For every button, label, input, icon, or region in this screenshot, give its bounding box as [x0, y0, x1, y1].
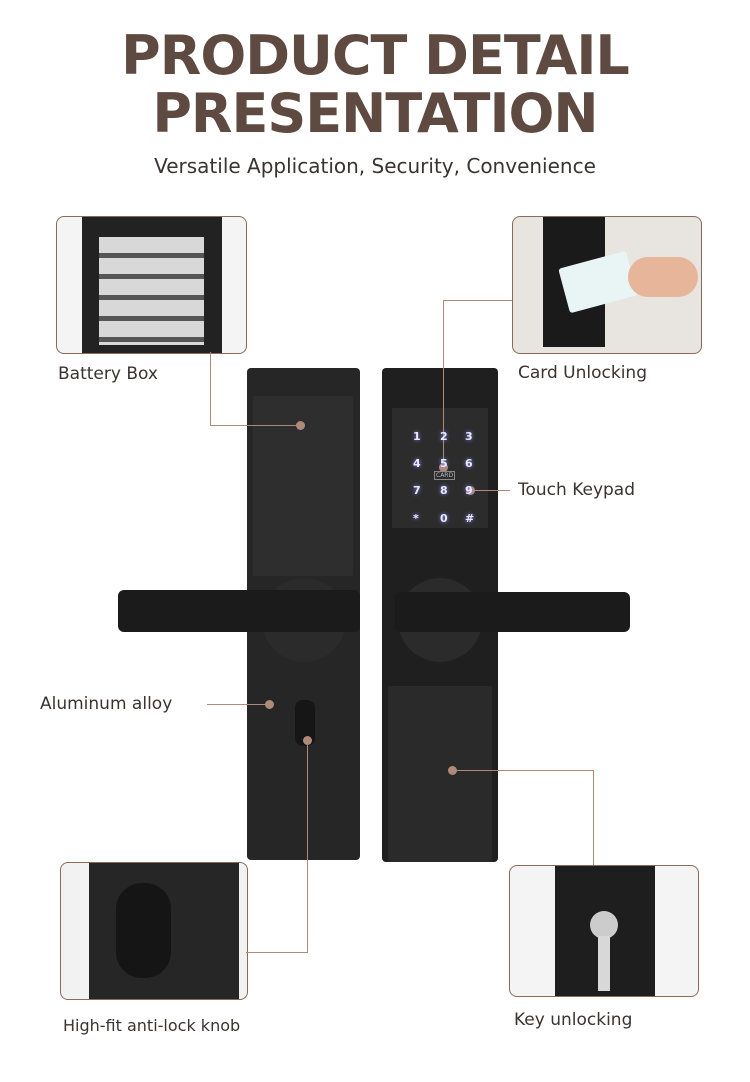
- card-unlocking-label: Card Unlocking: [518, 363, 647, 383]
- callout-line: [593, 770, 594, 865]
- front-handle: [395, 592, 630, 632]
- callout-line: [210, 352, 211, 426]
- key-5[interactable]: 5: [440, 457, 448, 470]
- callout-dot: [439, 463, 448, 472]
- key-unlocking-photo: [509, 865, 699, 997]
- aluminum-alloy-label: Aluminum alloy: [40, 694, 173, 714]
- touch-keypad-label: Touch Keypad: [518, 480, 636, 500]
- card-reader-mark: CARD: [434, 471, 456, 480]
- callout-line: [452, 770, 594, 771]
- key-1[interactable]: 1: [413, 430, 421, 443]
- battery-box-label: Battery Box: [58, 364, 158, 384]
- callout-dot: [303, 736, 312, 745]
- key-unlocking-label: Key unlocking: [514, 1010, 633, 1030]
- callout-line: [207, 704, 269, 705]
- callout-line: [307, 740, 308, 952]
- key-8[interactable]: 8: [440, 484, 448, 497]
- title-line-2: PRESENTATION: [152, 82, 598, 145]
- callout-dot: [448, 766, 457, 775]
- key-9[interactable]: 9: [465, 484, 473, 497]
- callout-dot: [296, 421, 305, 430]
- callout-line: [443, 300, 444, 466]
- card-unlocking-photo: [512, 216, 702, 354]
- knob-label: High-fit anti-lock knob: [63, 1016, 241, 1035]
- callout-line: [210, 425, 300, 426]
- battery-box-photo: [56, 216, 247, 354]
- callout-line: [443, 300, 512, 301]
- key-7[interactable]: 7: [413, 484, 421, 497]
- key-4[interactable]: 4: [413, 457, 421, 470]
- callout-line: [470, 490, 510, 491]
- callout-line: [246, 952, 308, 953]
- key-3[interactable]: 3: [465, 430, 473, 443]
- key-0[interactable]: 0: [440, 512, 448, 525]
- title-line-1: PRODUCT DETAIL: [121, 24, 630, 87]
- knob-photo: [60, 862, 248, 1000]
- subtitle: Versatile Application, Security, Conveni…: [154, 154, 596, 178]
- back-handle: [118, 590, 360, 632]
- key-star[interactable]: *: [413, 512, 419, 525]
- callout-dot: [265, 700, 274, 709]
- callout-dot: [466, 486, 475, 495]
- key-2[interactable]: 2: [440, 430, 448, 443]
- key-6[interactable]: 6: [465, 457, 473, 470]
- key-hash[interactable]: #: [465, 512, 475, 525]
